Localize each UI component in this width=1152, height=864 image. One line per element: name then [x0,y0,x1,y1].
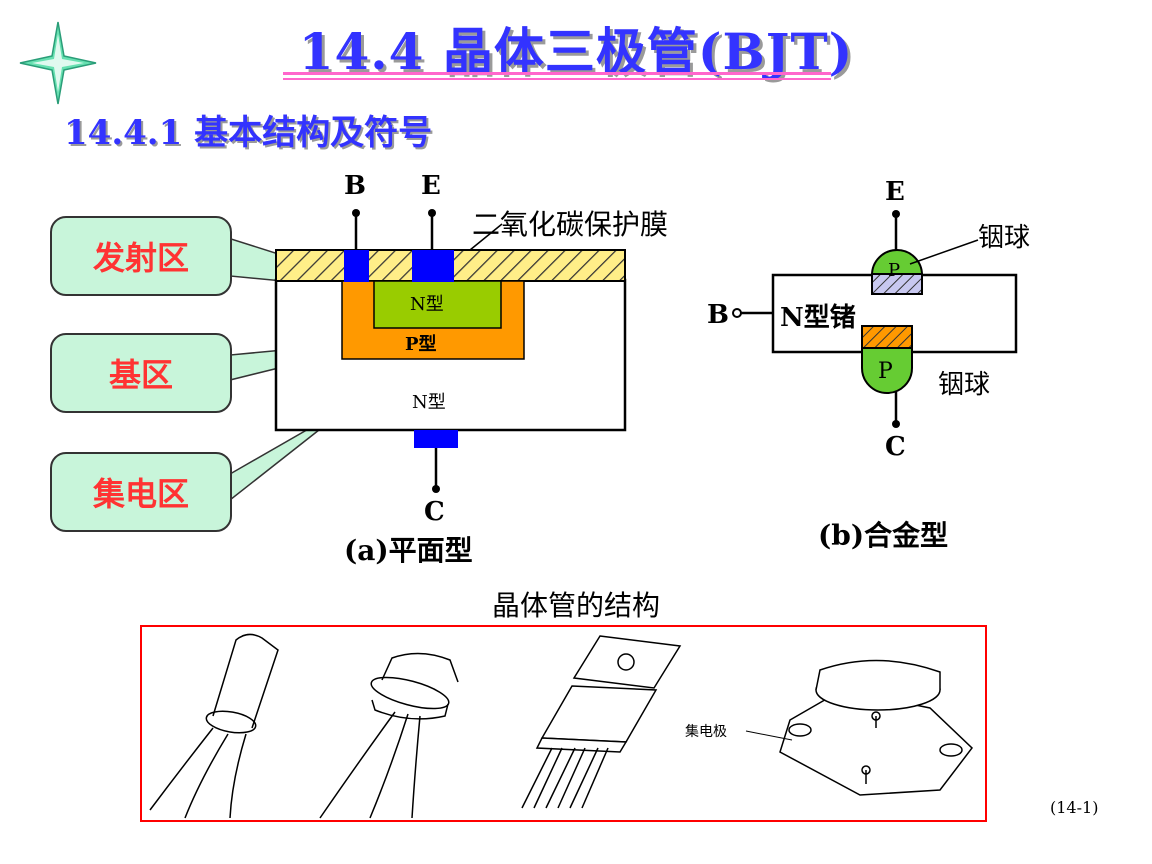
emitter-callout: 发射区 [50,216,232,296]
collector-callout: 集电区 [50,452,232,532]
terminal-b-label: B [344,171,366,201]
planar-caption: (a)平面型 [344,534,473,567]
collector-electrode [414,430,458,448]
bottom-junction [861,325,913,349]
oxide-label: 二氧化碳保护膜 [472,208,668,241]
small-signal-transistor [149,633,279,819]
alloy-terminal-c-label: C [885,432,906,462]
terminal-e-label: E [421,171,441,201]
bottom-indium-ball [861,345,913,394]
alloy-caption: (b)合金型 [818,519,948,552]
alloy-terminal-b-label: B [707,300,729,330]
structure-caption: 晶体管的结构 [491,589,660,622]
title-underline [283,78,831,80]
title-underline [283,72,831,75]
section-subtitle: 14.4.1 基本结构及符号 [64,113,433,153]
base-callout: 基区 [50,333,232,413]
n-emitter-region [373,280,502,329]
page-title: 14.4 晶体三极管(BJT) [298,22,854,81]
terminal-c-label: C [424,497,445,527]
page-number: (14-1) [1050,798,1099,817]
collector-package-label: 集电极 [685,723,727,740]
p-mid-label: P型 [405,333,437,355]
metal-can-transistor [319,652,459,819]
n-top-label: N型 [410,294,444,315]
alloy-terminal-e-label: E [885,177,905,207]
p-top-label: P [888,260,900,281]
indium-bottom-label: 铟球 [938,370,990,400]
star-icon [19,21,97,105]
body-label: N型锗 [780,303,856,333]
power-transistor [521,635,682,809]
top-junction [871,273,923,295]
indium-top-label: 铟球 [978,223,1030,253]
base-electrode [344,250,369,282]
p-bottom-label: P [878,359,893,384]
emitter-electrode [412,250,454,282]
to3-power-transistor [745,659,974,796]
n-bottom-label: N型 [412,392,446,413]
